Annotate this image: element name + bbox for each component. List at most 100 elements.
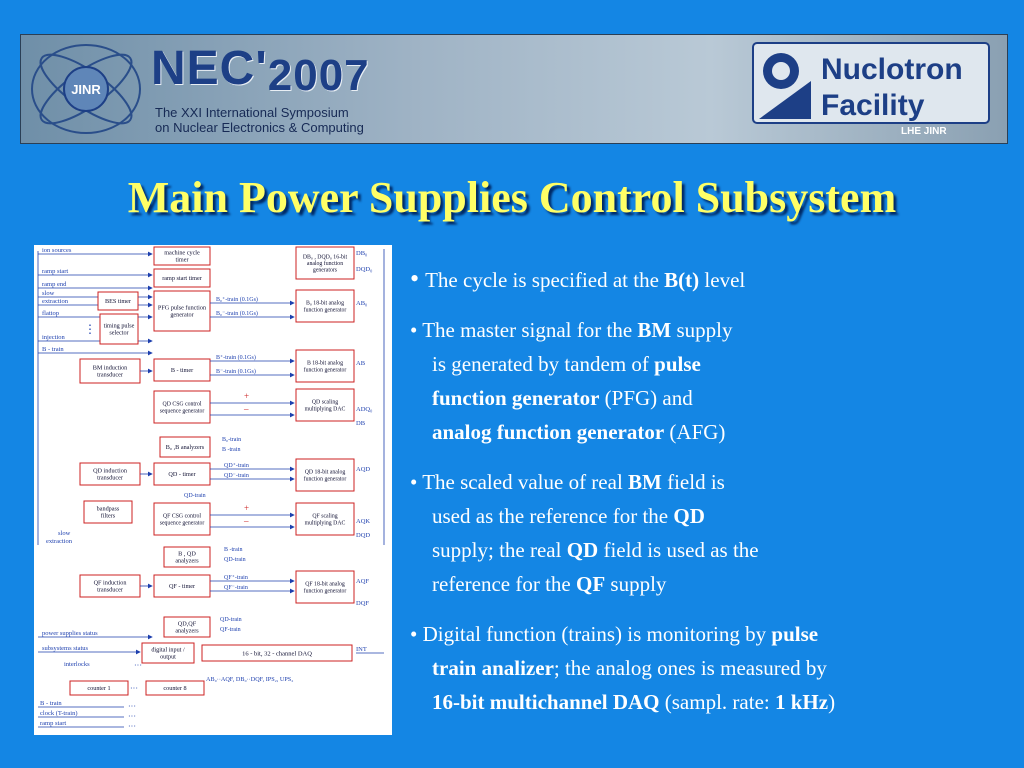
bullet-text: supply; the real: [432, 538, 567, 562]
minus-icon: –: [243, 516, 249, 526]
signal-label: B - train: [40, 700, 62, 707]
qf-gen-box-text: function generator: [304, 587, 347, 594]
output-label: AQF: [356, 578, 369, 585]
qd-csg-box: [153, 390, 211, 424]
counter8-box-text: counter 8: [163, 685, 186, 692]
bullet-text: • The master signal for the: [410, 318, 638, 342]
qf-timer-box-text: QF - timer: [169, 583, 195, 590]
bes-timer-box-text: BES timer: [105, 298, 131, 305]
bqd-analyzers-box: [163, 546, 211, 568]
b-timer-box: [153, 358, 211, 382]
plus-icon: +: [244, 391, 249, 401]
ellipsis-icon: ···: [134, 661, 142, 670]
bullet-line: analog function generator (AFG): [410, 415, 1010, 449]
qf-csg-box-text: QF CSG control: [163, 514, 201, 520]
bullet-text: supply: [671, 318, 733, 342]
signal-label: slow: [42, 290, 55, 297]
bullet-text: The cycle is specified at the: [425, 268, 665, 292]
output-label: DB₀: [356, 250, 367, 257]
counter1-box: [69, 680, 129, 696]
bullet-line: • Digital function (trains) is monitorin…: [410, 617, 1010, 651]
slide-title: Main Power Supplies Control Subsystem: [127, 173, 897, 222]
pfg-box: [153, 290, 211, 332]
bullet-line: reference for the QF supply: [410, 567, 1010, 601]
pfg-box-text: PFG pulse function: [158, 305, 206, 312]
bullet-text: train analizer: [432, 656, 554, 680]
b0b-analyzers-box-text: B₀ ,B analyzers: [166, 444, 205, 451]
db-gen-box: [295, 246, 355, 280]
bullet-text: BM: [628, 470, 662, 494]
bullet-text: pulse: [771, 622, 819, 646]
signal-label: ramp start: [40, 720, 66, 727]
bandpass-box-text: bandpass: [97, 506, 120, 513]
train-label: QF-train: [220, 627, 241, 633]
bullet-line: •The cycle is specified at the B(t) leve…: [410, 262, 1010, 297]
bullet-item: • The scaled value of real BM field is us…: [410, 465, 1010, 601]
signal-label: ramp start: [42, 268, 68, 275]
ellipsis-icon: ···: [130, 684, 138, 693]
signal-label: extraction: [46, 538, 73, 545]
counter1-box-text: counter 1: [87, 685, 110, 692]
bullet-text: B(t): [664, 268, 700, 292]
event-year: 2007: [267, 51, 370, 100]
digital-io-box-text: digital input /: [151, 647, 185, 654]
qd-induction-box-text: QD induction: [93, 468, 127, 475]
bullet-text: field is used as the: [598, 538, 759, 562]
bullet-text: ; the analog ones is measured by: [553, 656, 827, 680]
bullet-line: 16-bit multichannel DAQ (sampl. rate: 1 …: [410, 685, 1010, 719]
db-gen-box-text: DB₀ , DQD₀ 16-bit: [303, 254, 348, 260]
signal-label: B - train: [42, 346, 64, 353]
qf-gen-box: [295, 570, 355, 604]
bullet-text: field is: [661, 470, 725, 494]
train-label: QF⁺-train: [224, 574, 248, 581]
qf-gen-box-text: QF 18-bit analog: [305, 582, 345, 588]
bandpass-box-text: filters: [101, 513, 116, 520]
train-label: QD-train: [220, 617, 242, 623]
bullet-item: • Digital function (trains) is monitorin…: [410, 617, 1010, 719]
b0-gen-box: [295, 289, 355, 323]
bullet-text: ): [828, 690, 836, 714]
qf-csg-box: [153, 502, 211, 536]
b-timer-box-text: B - timer: [171, 367, 193, 374]
daq-box: [201, 644, 353, 662]
plus-icon: +: [244, 503, 249, 513]
ramp-start-timer-box: [153, 268, 211, 288]
train-label: QD-train: [224, 557, 246, 563]
qd-scaling-box-text: multiplying DAC: [305, 406, 346, 412]
b-gen-box: [295, 349, 355, 383]
bullet-text: supply: [605, 572, 667, 596]
bm-induction-box-text: BM induction: [93, 365, 128, 372]
bqd-analyzers-box-text: analyzers: [175, 558, 199, 565]
digital-io-box: [141, 642, 195, 664]
event-subtitle: The XXI International Symposium on Nucle…: [155, 105, 364, 135]
minus-icon: –: [243, 404, 249, 414]
qf-timer-box: [153, 574, 211, 598]
output-label: DQD₀: [356, 266, 372, 273]
signal-label: flattop: [42, 310, 59, 317]
ellipsis-icon: ···: [128, 722, 136, 731]
bes-timer-box: [97, 291, 139, 311]
signal-label: ion sources: [42, 247, 72, 254]
train-label: B₀⁺-train (0.1Gs): [216, 296, 258, 303]
bullet-text: analog function generator: [432, 420, 665, 444]
b-gen-box-text: function generator: [304, 366, 347, 373]
train-label: QD⁻-train: [224, 473, 249, 479]
bullet-text: used as the reference for the: [432, 504, 674, 528]
bullet-dot-icon: •: [410, 264, 420, 293]
machine-cycle-timer-box: [153, 246, 211, 266]
bullet-item: •The cycle is specified at the B(t) leve…: [410, 262, 1010, 297]
bullet-text: 16-bit multichannel DAQ: [432, 690, 660, 714]
qf-induction-box-text: transducer: [97, 587, 123, 594]
signal-label: subsystems status: [42, 645, 89, 652]
qdqf-analyzers-box-text: analyzers: [175, 628, 199, 635]
qf-csg-box-text: sequence generator: [160, 520, 205, 526]
train-label: QD⁺-train: [224, 462, 249, 469]
timing-pulse-selector-box-text: selector: [109, 330, 128, 337]
bullet-text: 1 kHz: [774, 690, 829, 714]
signal-label: slow: [58, 530, 71, 537]
bullet-text: (sampl. rate:: [659, 690, 775, 714]
bullet-line: • The scaled value of real BM field is: [410, 465, 1010, 499]
bullet-text: pulse: [654, 352, 701, 376]
bullet-text: is generated by tandem of: [432, 352, 655, 376]
